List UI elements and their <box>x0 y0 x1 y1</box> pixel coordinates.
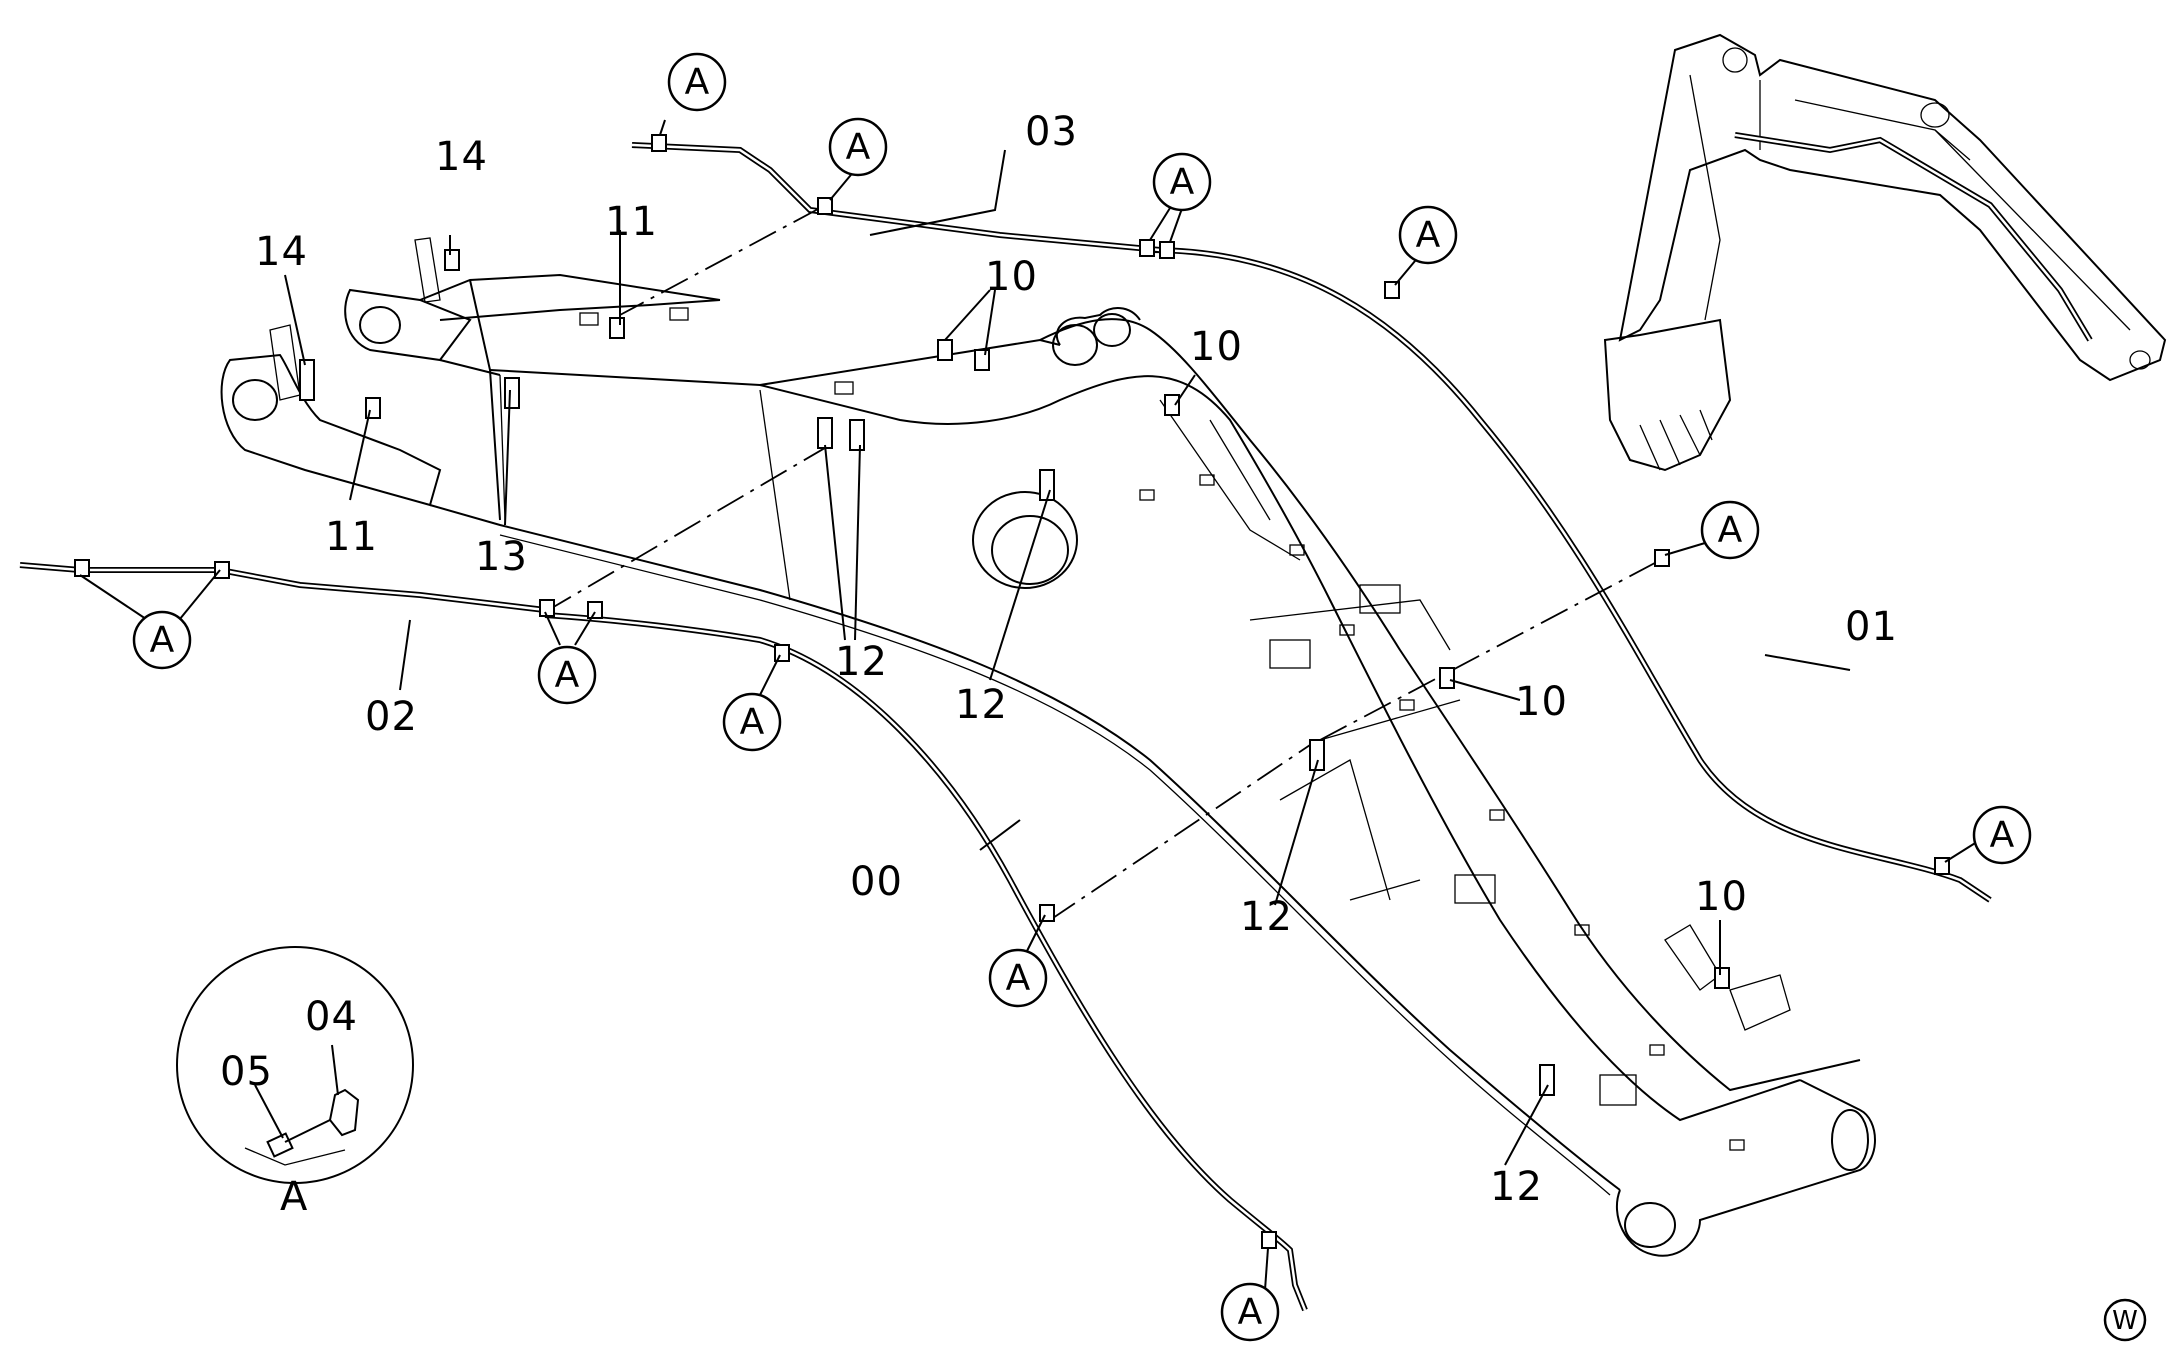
label-05: 05 <box>220 1049 273 1095</box>
callout-a-7: A <box>132 610 192 670</box>
detail-a-inset: 04 05 A <box>176 946 414 1220</box>
clamps <box>74 134 1950 1249</box>
callout-a-3: A <box>1152 152 1212 212</box>
label-10d: 10 <box>1695 874 1748 920</box>
callout-a-6: A <box>1972 805 2032 865</box>
label-13: 13 <box>475 534 528 580</box>
callout-a-9: A <box>722 692 782 752</box>
label-02: 02 <box>365 694 418 740</box>
corner-mark: W <box>2103 1298 2147 1342</box>
svg-text:A: A <box>1416 215 1441 256</box>
label-10c: 10 <box>1515 679 1568 725</box>
svg-text:A: A <box>740 702 765 743</box>
svg-text:A: A <box>1718 510 1743 551</box>
callout-a-11: A <box>1220 1282 1280 1342</box>
label-12c: 12 <box>1240 894 1293 940</box>
callout-a-2: A <box>828 117 888 177</box>
part-labels: 00 01 02 03 10 10 10 10 11 11 12 12 12 1… <box>255 109 1898 1210</box>
callout-a-5: A <box>1700 500 1760 560</box>
svg-text:A: A <box>1990 815 2015 856</box>
callout-a-1: A <box>667 52 727 112</box>
svg-text:W: W <box>2112 1306 2138 1336</box>
label-10a: 10 <box>985 254 1038 300</box>
label-12a: 12 <box>835 639 888 685</box>
callout-a-4: A <box>1398 205 1458 265</box>
svg-text:A: A <box>1170 162 1195 203</box>
label-14b: 14 <box>255 229 308 275</box>
svg-text:A: A <box>150 620 175 661</box>
key-map-excavator <box>1603 33 2167 472</box>
label-12d: 12 <box>1490 1164 1543 1210</box>
pipe-03 <box>631 142 1161 253</box>
leader-lines <box>79 119 1981 1291</box>
boom-structure <box>220 237 1876 1257</box>
label-11a: 11 <box>605 199 658 245</box>
label-00: 00 <box>850 859 903 905</box>
callout-a-10: A <box>988 948 1048 1008</box>
pipe-01 <box>1149 247 1992 903</box>
label-11b: 11 <box>325 514 378 560</box>
svg-text:A: A <box>1006 958 1031 999</box>
svg-text:A: A <box>1238 1292 1263 1333</box>
detail-a-label: A <box>280 1174 308 1220</box>
pipe-00 <box>544 612 1308 1312</box>
svg-text:A: A <box>685 62 710 103</box>
svg-text:A: A <box>555 655 580 696</box>
label-04: 04 <box>305 994 358 1040</box>
label-10b: 10 <box>1190 324 1243 370</box>
label-03: 03 <box>1025 109 1078 155</box>
callout-a-8: A <box>537 645 597 705</box>
label-01: 01 <box>1845 604 1898 650</box>
reference-lines <box>544 207 1671 921</box>
callouts-a: A A A A A A A A A A A <box>132 52 2032 1342</box>
label-14a: 14 <box>435 134 488 180</box>
label-12b: 12 <box>955 682 1008 728</box>
svg-text:A: A <box>846 127 871 168</box>
